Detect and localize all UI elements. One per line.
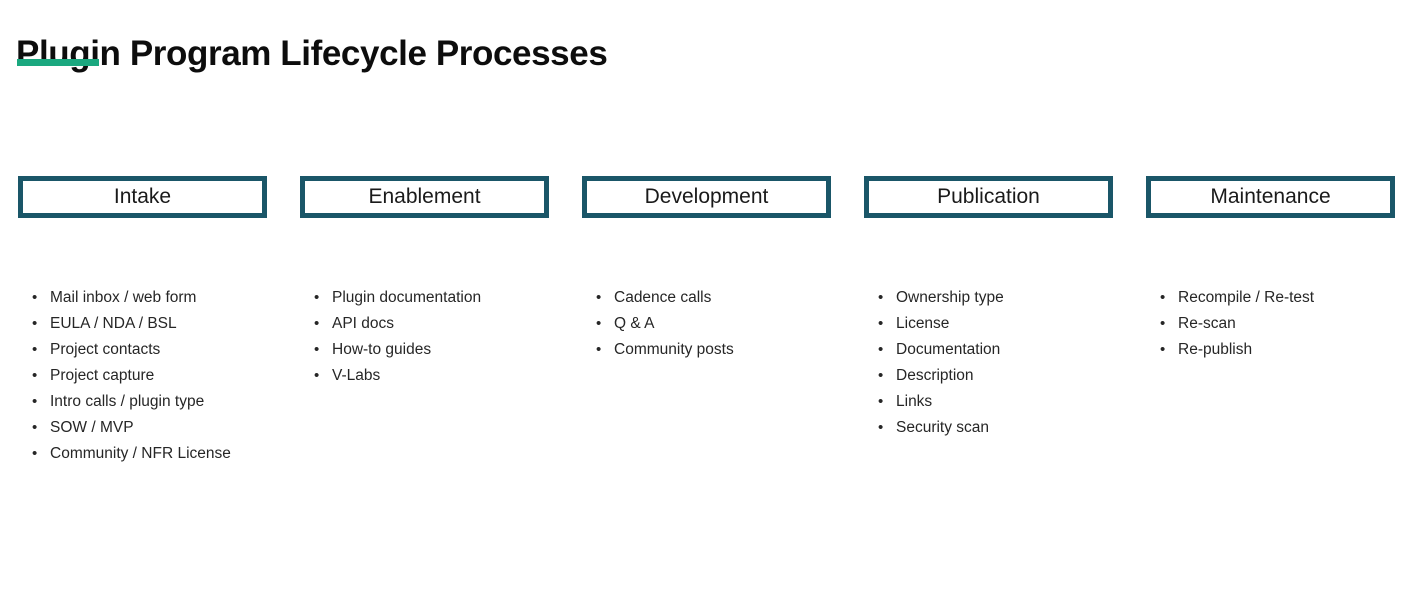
- phase-column-development: Development • Cadence calls • Q & A • Co…: [582, 176, 831, 363]
- list-item: • Description: [864, 363, 1113, 389]
- phase-title: Intake: [113, 185, 172, 208]
- list-item: • Mail inbox / web form: [18, 285, 267, 311]
- phase-item-list-enablement: • Plugin documentation • API docs • How-…: [300, 285, 549, 389]
- bullet-icon: •: [878, 341, 884, 358]
- list-item-label: Ownership type: [896, 289, 1004, 306]
- list-item-label: Q & A: [614, 315, 655, 332]
- bullet-icon: •: [596, 315, 602, 332]
- list-item-label: Community posts: [614, 341, 734, 358]
- list-item: • Project contacts: [18, 337, 267, 363]
- bullet-icon: •: [596, 341, 602, 358]
- list-item: • Re-publish: [1146, 337, 1395, 363]
- phase-column-intake: Intake • Mail inbox / web form • EULA / …: [18, 176, 267, 467]
- bullet-icon: •: [314, 289, 320, 306]
- list-item: • Recompile / Re-test: [1146, 285, 1395, 311]
- bullet-icon: •: [1160, 289, 1166, 306]
- list-item: • SOW / MVP: [18, 415, 267, 441]
- list-item: • Plugin documentation: [300, 285, 549, 311]
- lifecycle-phase-columns: Intake • Mail inbox / web form • EULA / …: [18, 176, 1410, 467]
- bullet-icon: •: [32, 393, 38, 410]
- list-item: • License: [864, 311, 1113, 337]
- phase-header-publication[interactable]: Publication: [864, 176, 1113, 218]
- list-item: • Links: [864, 389, 1113, 415]
- bullet-icon: •: [314, 315, 320, 332]
- bullet-icon: •: [878, 419, 884, 436]
- phase-item-list-intake: • Mail inbox / web form • EULA / NDA / B…: [18, 285, 267, 467]
- bullet-icon: •: [1160, 341, 1166, 358]
- list-item-label: Intro calls / plugin type: [50, 393, 205, 410]
- list-item: • Ownership type: [864, 285, 1113, 311]
- phase-header-intake[interactable]: Intake: [18, 176, 267, 218]
- list-item-label: SOW / MVP: [50, 419, 134, 436]
- phase-column-enablement: Enablement • Plugin documentation • API …: [300, 176, 549, 389]
- list-item: • Cadence calls: [582, 285, 831, 311]
- phase-title: Publication: [937, 185, 1040, 208]
- list-item-label: EULA / NDA / BSL: [50, 315, 177, 332]
- bullet-icon: •: [32, 341, 38, 358]
- list-item: • Q & A: [582, 311, 831, 337]
- list-item-label: Cadence calls: [614, 289, 712, 306]
- list-item: • Documentation: [864, 337, 1113, 363]
- phase-column-publication: Publication • Ownership type • License •…: [864, 176, 1113, 441]
- list-item: • How-to guides: [300, 337, 549, 363]
- bullet-icon: •: [878, 315, 884, 332]
- list-item-label: Project capture: [50, 367, 155, 384]
- list-item: • Project capture: [18, 363, 267, 389]
- phase-item-list-publication: • Ownership type • License • Documentati…: [864, 285, 1113, 441]
- list-item: • Community / NFR License: [18, 441, 267, 467]
- list-item-label: Project contacts: [50, 341, 161, 358]
- list-item-label: Security scan: [896, 419, 990, 436]
- bullet-icon: •: [878, 367, 884, 384]
- title-accent-rule: [17, 59, 99, 66]
- list-item-label: Plugin documentation: [332, 289, 482, 306]
- bullet-icon: •: [878, 393, 884, 410]
- list-item: • Re-scan: [1146, 311, 1395, 337]
- phase-item-list-maintenance: • Recompile / Re-test • Re-scan • Re-pub…: [1146, 285, 1395, 363]
- list-item-label: Re-scan: [1178, 315, 1236, 332]
- list-item-label: How-to guides: [332, 341, 432, 358]
- list-item: • V-Labs: [300, 363, 549, 389]
- phase-title: Development: [644, 185, 769, 208]
- page-title: Plugin Program Lifecycle Processes: [16, 34, 608, 74]
- phase-header-development[interactable]: Development: [582, 176, 831, 218]
- list-item: • Intro calls / plugin type: [18, 389, 267, 415]
- bullet-icon: •: [32, 445, 38, 462]
- list-item-label: Re-publish: [1178, 341, 1253, 358]
- bullet-icon: •: [1160, 315, 1166, 332]
- bullet-icon: •: [32, 315, 38, 332]
- list-item-label: Community / NFR License: [50, 445, 231, 462]
- list-item: • EULA / NDA / BSL: [18, 311, 267, 337]
- bullet-icon: •: [32, 419, 38, 436]
- phase-item-list-development: • Cadence calls • Q & A • Community post…: [582, 285, 831, 363]
- list-item-label: License: [896, 315, 950, 332]
- phase-title: Maintenance: [1210, 185, 1331, 208]
- list-item-label: API docs: [332, 315, 395, 332]
- list-item-label: Recompile / Re-test: [1178, 289, 1315, 306]
- bullet-icon: •: [32, 367, 38, 384]
- phase-title: Enablement: [368, 185, 481, 208]
- bullet-icon: •: [32, 289, 38, 306]
- list-item: • Community posts: [582, 337, 831, 363]
- list-item: • API docs: [300, 311, 549, 337]
- phase-header-maintenance[interactable]: Maintenance: [1146, 176, 1395, 218]
- list-item: • Security scan: [864, 415, 1113, 441]
- bullet-icon: •: [596, 289, 602, 306]
- list-item-label: Links: [896, 393, 933, 410]
- bullet-icon: •: [878, 289, 884, 306]
- phase-header-enablement[interactable]: Enablement: [300, 176, 549, 218]
- list-item-label: Description: [896, 367, 974, 384]
- list-item-label: Documentation: [896, 341, 1001, 358]
- list-item-label: Mail inbox / web form: [50, 289, 197, 306]
- list-item-label: V-Labs: [332, 367, 381, 384]
- bullet-icon: •: [314, 341, 320, 358]
- phase-column-maintenance: Maintenance • Recompile / Re-test • Re-s…: [1146, 176, 1395, 363]
- bullet-icon: •: [314, 367, 320, 384]
